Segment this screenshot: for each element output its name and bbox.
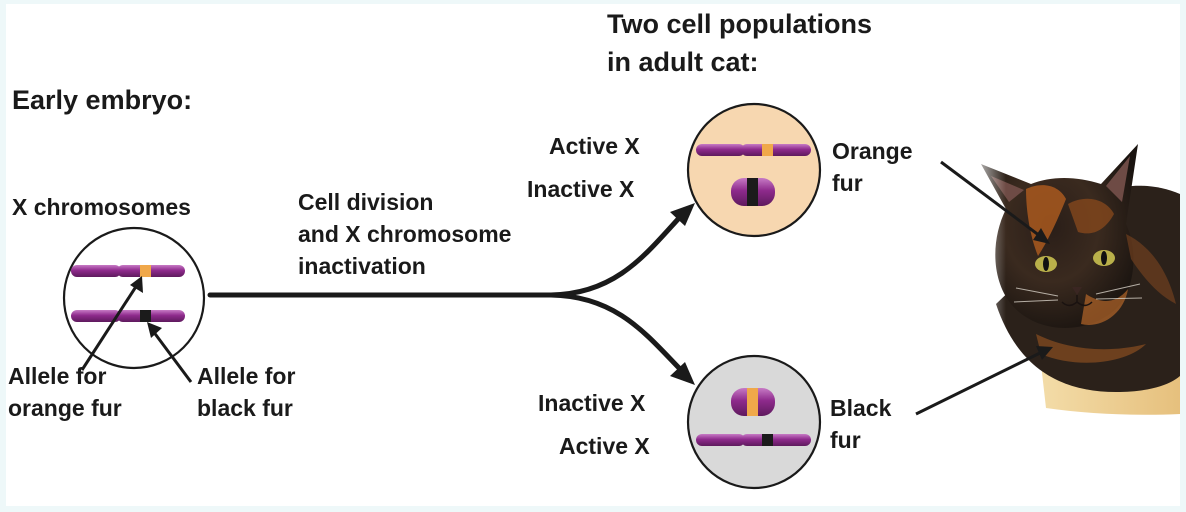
process-label: Cell division and X chromosome inactivat… <box>298 186 511 283</box>
allele-black-line1: Allele for <box>197 363 296 389</box>
diagram-graphics <box>62 102 1180 490</box>
x-chromosome-orange <box>71 265 185 277</box>
black-allele-band <box>140 310 151 322</box>
arrowhead-up <box>670 203 695 226</box>
orange-cell-active-label: Active X <box>549 133 640 159</box>
populations-title-line2: in adult cat: <box>607 46 759 77</box>
populations-title: Two cell populations in adult cat: <box>607 6 872 82</box>
allele-black-line2: black fur <box>197 395 293 422</box>
diagram-canvas: Two cell populations in adult cat: Early… <box>6 4 1180 506</box>
orange-cell-membrane <box>686 102 822 238</box>
inactive-x-body <box>731 178 775 206</box>
black-fur-label: Black fur <box>830 392 891 456</box>
inactive-x-body <box>731 388 775 416</box>
allele-orange-line1: Allele for <box>8 363 107 389</box>
black-cell-inactive-label: Inactive X <box>538 390 646 416</box>
division-arrow <box>207 203 695 385</box>
allele-orange-line2: orange fur <box>8 395 122 422</box>
x-chromosomes-label: X chromosomes <box>12 194 191 220</box>
black-cell-active-label: Active X <box>559 433 650 459</box>
orange-fur-label: Orange fur <box>832 135 913 199</box>
allele-pointers <box>80 276 193 383</box>
black-allele-pointer <box>151 330 193 383</box>
black-fur-pointer <box>915 350 1043 416</box>
embryo-title: Early embryo: <box>12 85 193 115</box>
orange-fur-line2: fur <box>832 170 863 197</box>
orange-allele-pointer <box>80 284 139 371</box>
process-label-line1: Cell division <box>298 189 434 215</box>
black-fur-cell <box>686 354 822 490</box>
orange-cell-inactive-label: Inactive X <box>527 176 635 202</box>
orange-fur-pointer <box>940 160 1041 238</box>
black-cell-membrane <box>686 354 822 490</box>
black-fur-line1: Black <box>830 395 892 421</box>
embryo-cell <box>62 226 206 370</box>
process-label-line2: and X chromosome <box>298 221 512 248</box>
orange-allele-band <box>140 265 151 277</box>
orange-fur-cell <box>686 102 822 238</box>
arrowhead-down <box>670 362 695 385</box>
embryo-cell-membrane <box>62 226 206 370</box>
allele-orange-label: Allele for orange fur <box>8 360 122 424</box>
x-chromosome-black <box>71 310 185 322</box>
populations-title-line1: Two cell populations <box>607 9 873 39</box>
orange-fur-line1: Orange <box>832 138 913 164</box>
process-label-line3: inactivation <box>298 253 426 280</box>
fur-pointers <box>915 160 1053 416</box>
allele-black-label: Allele for black fur <box>197 360 295 424</box>
active-x-chromosome <box>696 434 811 446</box>
black-fur-line2: fur <box>830 427 861 454</box>
active-x-chromosome <box>696 144 811 156</box>
cat-image <box>966 144 1180 424</box>
